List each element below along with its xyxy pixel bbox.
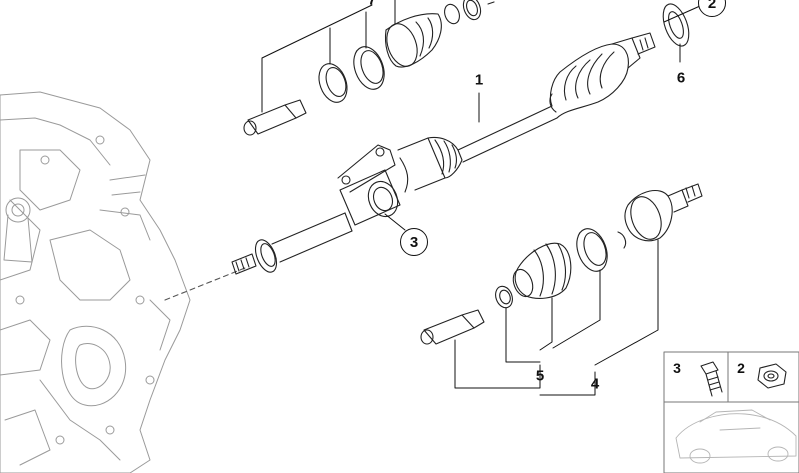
- callout-7-label: 7: [367, 0, 377, 9]
- boot-kit-5-parts: [420, 183, 703, 345]
- callout-3-label: 3: [409, 233, 419, 251]
- sealing-ring-6: [662, 3, 690, 47]
- callout-4-label: 4: [590, 375, 600, 393]
- boot-kit-7-parts: [243, 0, 495, 136]
- transmission-housing: [0, 91, 191, 473]
- callout-2-label: 2: [707, 0, 717, 12]
- bolt-icon: [700, 361, 723, 397]
- leader-lines: [261, 0, 701, 396]
- callout-6-label: 6: [676, 69, 686, 87]
- nut-icon: [757, 363, 787, 389]
- car-thumbnail-icon: [675, 409, 797, 464]
- legend-label-nut: 2: [737, 360, 745, 376]
- legend-label-bolt: 3: [673, 360, 681, 376]
- drive-shaft-assembly: [231, 32, 656, 275]
- legend-box: [663, 351, 799, 473]
- center-line: [164, 267, 246, 301]
- callout-5-label: 5: [535, 367, 545, 385]
- callout-1-label: 1: [474, 71, 484, 89]
- callout-3-circle: 3: [400, 228, 428, 256]
